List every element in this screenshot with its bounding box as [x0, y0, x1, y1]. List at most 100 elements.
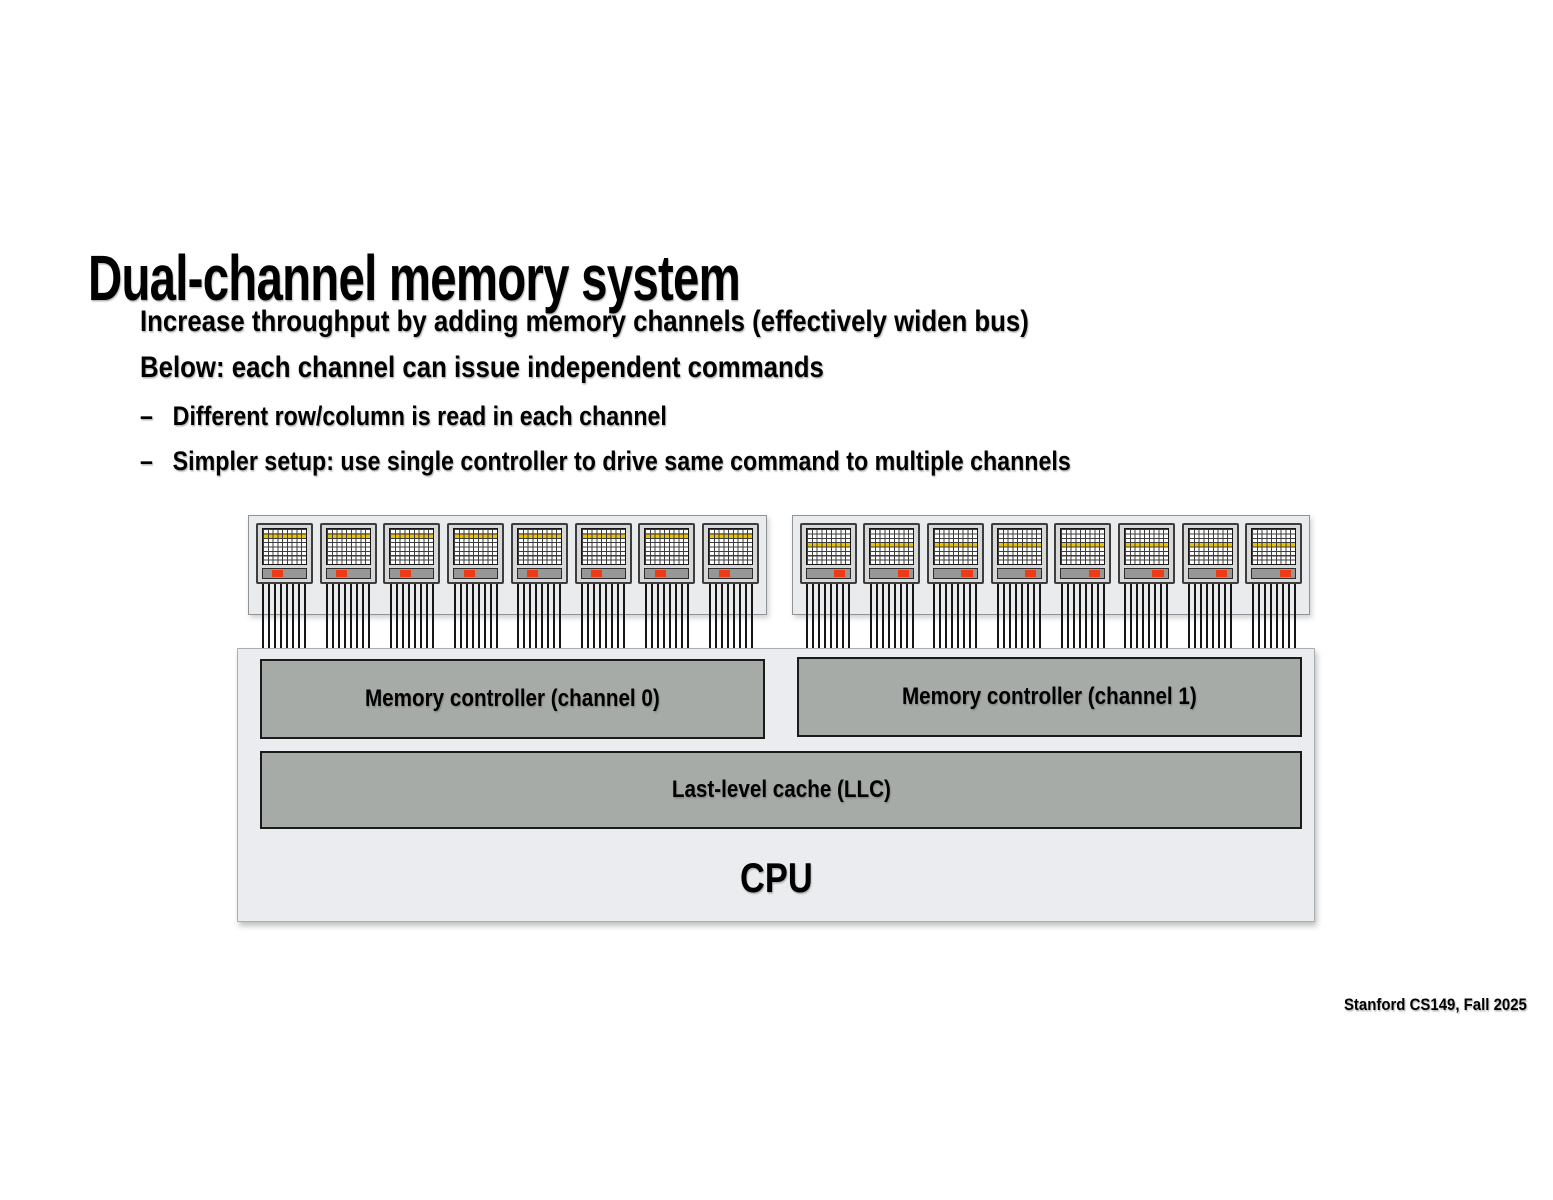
- active-row: [709, 533, 753, 538]
- dram-chip: [510, 523, 568, 584]
- row-buffer-read-cell: [1152, 570, 1164, 577]
- active-row: [390, 533, 434, 538]
- row-buffer-read-cell: [1279, 570, 1291, 577]
- dram-chip-assembly: [1245, 523, 1303, 653]
- dram-chip-assembly: [574, 523, 632, 653]
- memory-controller-channel-1: Memory controller (channel 1): [797, 657, 1302, 737]
- dram-chip-assembly: [510, 523, 568, 653]
- row-buffer-read-cell: [335, 570, 348, 577]
- memory-bus-wires: [517, 584, 562, 653]
- dram-cell-array: [1060, 528, 1106, 565]
- active-row: [581, 533, 625, 538]
- intro-line-2: Below: each channel can issue independen…: [140, 351, 824, 384]
- dram-chip: [799, 523, 857, 584]
- row-buffer: [1123, 568, 1169, 579]
- llc-label: Last-level cache (LLC): [671, 776, 891, 803]
- row-buffer: [325, 568, 371, 579]
- memory-bus-wires: [581, 584, 626, 653]
- cpu-package: Memory controller (channel 0) Memory con…: [237, 648, 1315, 922]
- row-buffer-read-cell: [527, 570, 539, 577]
- bullet-item: – Different row/column is read in each c…: [140, 394, 1071, 439]
- active-row: [933, 542, 977, 547]
- dram-chip: [255, 523, 313, 584]
- row-buffer: [261, 568, 307, 579]
- row-buffer: [644, 568, 690, 579]
- row-buffer-read-cell: [1088, 570, 1100, 577]
- row-buffer-read-cell: [961, 570, 973, 577]
- dram-chip: [1245, 523, 1303, 584]
- dram-cell-array: [1187, 528, 1233, 565]
- dram-chip-assembly: [990, 523, 1048, 653]
- dram-chip-assembly: [863, 523, 921, 653]
- row-buffer-read-cell: [1216, 570, 1228, 577]
- dram-chip: [1181, 523, 1239, 584]
- dram-cell-array: [261, 528, 307, 565]
- memory-bus-wires: [326, 584, 371, 653]
- memory-controller-1-label: Memory controller (channel 1): [902, 683, 1197, 710]
- row-buffer-read-cell: [463, 570, 475, 577]
- memory-bus-wires: [806, 584, 851, 653]
- memory-bus-wires: [869, 584, 914, 653]
- row-buffer: [805, 568, 851, 579]
- dram-chip-assembly: [702, 523, 760, 653]
- memory-bus-wires: [1060, 584, 1105, 653]
- active-row: [262, 533, 306, 538]
- dram-cell-array: [932, 528, 978, 565]
- row-buffer-read-cell: [654, 570, 666, 577]
- dram-cell-array: [389, 528, 435, 565]
- dram-chip-assembly: [926, 523, 984, 653]
- dual-channel-memory-diagram: Memory controller (channel 0) Memory con…: [237, 515, 1315, 925]
- dram-cell-array: [708, 528, 754, 565]
- dram-chip: [702, 523, 760, 584]
- dimm-channel-0: [248, 515, 767, 653]
- memory-bus-wires: [1188, 584, 1233, 653]
- last-level-cache: Last-level cache (LLC): [260, 751, 1302, 829]
- row-buffer-read-cell: [897, 570, 909, 577]
- bullet-item: – Simpler setup: use single controller t…: [140, 439, 1071, 484]
- dram-chip-assembly: [1117, 523, 1175, 653]
- cpu-label: CPU: [739, 854, 813, 901]
- dram-chip-assembly: [447, 523, 505, 653]
- intro-line-1: Increase throughput by adding memory cha…: [140, 305, 1029, 338]
- active-row: [1061, 542, 1105, 547]
- memory-bus-wires: [389, 584, 434, 653]
- row-buffer-read-cell: [718, 570, 730, 577]
- dram-cell-array: [1123, 528, 1169, 565]
- dash-bullet-icon: –: [140, 401, 153, 431]
- active-row: [454, 533, 498, 538]
- row-buffer-read-cell: [272, 570, 284, 577]
- dram-chip: [638, 523, 696, 584]
- dram-chip-assembly: [638, 523, 696, 653]
- row-buffer: [453, 568, 499, 579]
- row-buffer-read-cell: [1025, 570, 1037, 577]
- dram-chip: [383, 523, 441, 584]
- dram-cell-array: [869, 528, 915, 565]
- memory-bus-wires: [997, 584, 1042, 653]
- bullet-text: Simpler setup: use single controller to …: [172, 446, 1071, 476]
- dram-chip-assembly: [319, 523, 377, 653]
- memory-bus-wires: [262, 584, 307, 653]
- bullet-text: Different row/column is read in each cha…: [172, 401, 667, 431]
- active-row: [1188, 542, 1232, 547]
- dram-chip: [574, 523, 632, 584]
- row-buffer: [580, 568, 626, 579]
- dram-chip: [863, 523, 921, 584]
- slide-title: Dual-channel memory system: [88, 241, 741, 314]
- row-buffer: [932, 568, 978, 579]
- dram-cell-array: [453, 528, 499, 565]
- row-buffer-read-cell: [591, 570, 603, 577]
- active-row: [326, 533, 370, 538]
- active-row: [1124, 542, 1168, 547]
- memory-bus-wires: [1124, 584, 1169, 653]
- memory-controller-channel-0: Memory controller (channel 0): [260, 659, 765, 739]
- memory-bus-wires: [933, 584, 978, 653]
- active-row: [997, 542, 1041, 547]
- dram-cell-array: [325, 528, 371, 565]
- dram-chip: [926, 523, 984, 584]
- dram-chip: [447, 523, 505, 584]
- dram-chip: [319, 523, 377, 584]
- footer-course-credit: Stanford CS149, Fall 2025: [1344, 995, 1527, 1014]
- row-buffer-read-cell: [834, 570, 846, 577]
- row-buffer: [516, 568, 562, 579]
